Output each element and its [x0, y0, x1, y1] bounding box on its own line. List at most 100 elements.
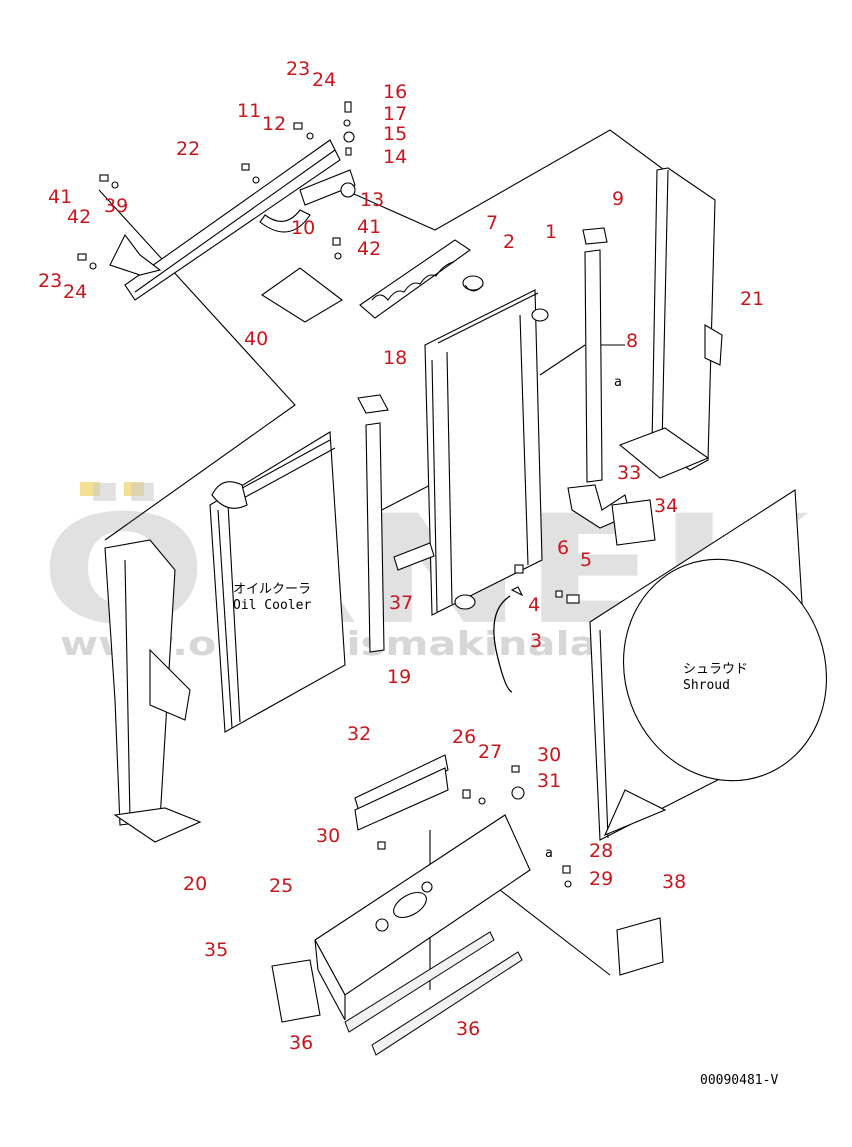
shroud-fan-opening	[622, 558, 828, 782]
washer-27	[478, 797, 486, 805]
bolt-28	[562, 865, 571, 874]
support-25-hole	[393, 891, 427, 919]
foam-seals-right	[582, 227, 608, 483]
washer-24-left	[89, 262, 97, 270]
bracket-21-body	[651, 167, 716, 471]
callout-16: 16	[383, 81, 407, 103]
callout-36-left: 36	[289, 1032, 313, 1054]
seal-37	[393, 542, 435, 571]
strip-36-lower	[371, 951, 523, 1056]
radiator-side	[431, 359, 438, 613]
callout-38: 38	[662, 871, 686, 893]
block-38	[616, 917, 664, 976]
bracket-39	[109, 233, 162, 276]
radiator-cap-2	[462, 275, 484, 291]
oil-cooler-edge	[227, 503, 241, 723]
callout-30-left: 30	[316, 825, 340, 847]
washer-12	[252, 176, 260, 184]
shroud-label-jp: シュラウド	[683, 662, 748, 677]
seal-7	[359, 239, 471, 319]
callout-13: 13	[360, 189, 384, 211]
callout-29: 29	[589, 868, 613, 890]
callout-28: 28	[589, 840, 613, 862]
callout-8: 8	[626, 330, 638, 352]
bolt-30-right	[511, 765, 520, 773]
bracket-edge	[134, 149, 336, 293]
callout-10: 10	[291, 217, 315, 239]
plate-40	[261, 267, 343, 323]
upper-bracket-assembly	[77, 101, 356, 323]
callout-39: 39	[104, 195, 128, 217]
callout-37: 37	[389, 592, 413, 614]
spacer-14	[345, 147, 352, 156]
part-number-callouts: 1 2 3 4 5 6 7 8 9 10 11 12 13 14 15 16 1…	[38, 58, 764, 1054]
clip-5	[566, 594, 580, 604]
leader-line	[539, 344, 586, 376]
leader-line	[344, 129, 706, 231]
clamp-4	[514, 564, 524, 574]
washer-42-left	[111, 181, 119, 189]
callout-30-right: 30	[537, 744, 561, 766]
callout-24-left: 24	[63, 281, 87, 303]
callout-26: 26	[452, 726, 476, 748]
drawing-code: 00090481-V	[700, 1073, 778, 1088]
upper-bracket-22	[124, 139, 341, 301]
callout-24-top: 24	[312, 69, 336, 91]
block-34	[611, 499, 656, 546]
callout-41-mid: 41	[357, 216, 381, 238]
watermark-accent-mark	[80, 482, 100, 496]
foam-seals-left	[357, 394, 435, 653]
bracket-arm	[299, 169, 356, 206]
callout-15: 15	[383, 123, 407, 145]
radiator-1	[424, 289, 549, 616]
shroud-label-en: Shroud	[683, 678, 730, 693]
callout-20: 20	[183, 873, 207, 895]
callout-4: 4	[528, 594, 540, 616]
oil-cooler: オイルクーラ Oil Cooler	[209, 431, 346, 733]
radiator-top-tank	[437, 292, 539, 344]
top-seals	[359, 239, 484, 319]
callout-17: 17	[383, 103, 407, 125]
seal-18	[357, 394, 389, 414]
callout-18: 18	[383, 347, 407, 369]
clamp-10	[259, 209, 311, 233]
watermark-accent-mark	[124, 482, 144, 496]
callout-21: 21	[740, 288, 764, 310]
seal-8	[584, 249, 603, 483]
shroud-lower-flange	[603, 789, 667, 837]
callout-40: 40	[244, 328, 268, 350]
oil-cooler-top	[234, 439, 331, 493]
reference-a-upper: a	[614, 375, 622, 390]
callout-33: 33	[617, 462, 641, 484]
bolt-41-mid	[332, 237, 341, 246]
callout-32: 32	[347, 723, 371, 745]
shroud-edge	[599, 629, 609, 839]
grommet-31	[511, 786, 525, 800]
callout-27: 27	[478, 741, 502, 763]
bracket-21-foot	[618, 427, 710, 479]
callout-5: 5	[580, 549, 592, 571]
callout-19: 19	[387, 666, 411, 688]
seal-9	[582, 227, 608, 245]
callout-31: 31	[537, 770, 561, 792]
callout-22: 22	[176, 138, 200, 160]
leader-line	[499, 889, 611, 976]
hose-3-inner	[493, 595, 513, 693]
washer-15	[343, 131, 355, 143]
callout-12: 12	[262, 113, 286, 135]
radiator-core	[424, 289, 543, 616]
radiator-side	[519, 314, 529, 566]
foam-blocks	[567, 484, 656, 546]
seal-19	[365, 422, 385, 653]
callout-23-left: 23	[38, 270, 62, 292]
reference-a-lower: a	[545, 846, 553, 861]
support-25-bushing	[421, 881, 433, 893]
left-support-20	[104, 539, 202, 843]
washer-24-top	[306, 132, 314, 140]
washer-42-mid	[334, 252, 342, 260]
callout-9: 9	[612, 188, 624, 210]
bolt-11	[241, 163, 250, 171]
bolt-41-left	[99, 174, 109, 182]
